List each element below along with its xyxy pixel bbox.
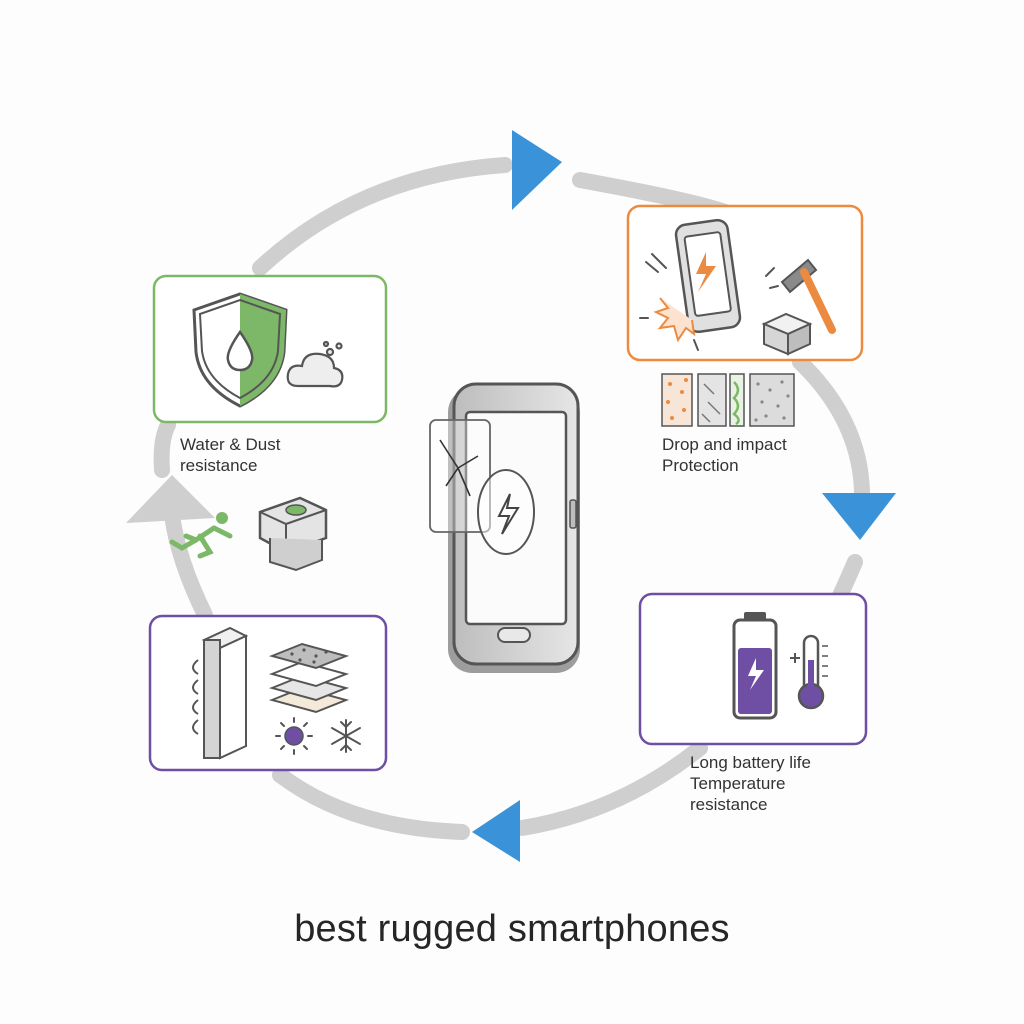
drop-impact-card — [626, 204, 864, 362]
arrow-top-icon — [512, 130, 562, 210]
block-icon — [761, 312, 813, 356]
layered-material-icon — [268, 642, 350, 714]
cycle-ring — [153, 157, 870, 840]
ring-arc-bottom-right — [514, 740, 708, 836]
dropping-phone-icon — [674, 218, 742, 334]
material-swatches-icon — [661, 373, 795, 427]
ring-arrow-left-gray — [126, 475, 215, 523]
battery-temperature-card — [638, 592, 868, 746]
ring-arc-bottom-left — [272, 767, 470, 840]
heatsink-icon — [192, 626, 249, 760]
impact-burst-icon — [639, 253, 699, 351]
running-person-icon — [169, 512, 233, 559]
drop-impact-label: Drop and impact Protection — [662, 435, 787, 475]
arrow-bottom-icon — [472, 800, 520, 862]
arrow-right-icon — [822, 493, 896, 540]
battery-temperature-label: Long battery life Temperature resistance — [690, 753, 811, 814]
ring-arc-left-upper — [153, 417, 176, 478]
ring-arc-left-lower — [164, 507, 213, 623]
hammer-icon — [765, 258, 836, 334]
central-phone-icon — [429, 382, 580, 673]
battery-icon — [732, 612, 778, 720]
sun-icon — [275, 717, 313, 755]
ring-arc-top-left — [252, 157, 513, 276]
direction-arrows — [472, 130, 896, 862]
shield-droplet-icon — [192, 292, 288, 408]
durability-card — [148, 614, 388, 772]
water-dust-label: Water & Dust resistance — [180, 435, 281, 475]
rugged-device-icon — [258, 496, 328, 572]
thermometer-icon — [790, 634, 828, 710]
water-dust-card — [152, 274, 388, 424]
diagram-title: best rugged smartphones — [294, 908, 730, 950]
ring-arc-right — [792, 354, 870, 500]
dust-cloud-icon — [286, 340, 344, 388]
snowflake-icon — [331, 719, 361, 753]
